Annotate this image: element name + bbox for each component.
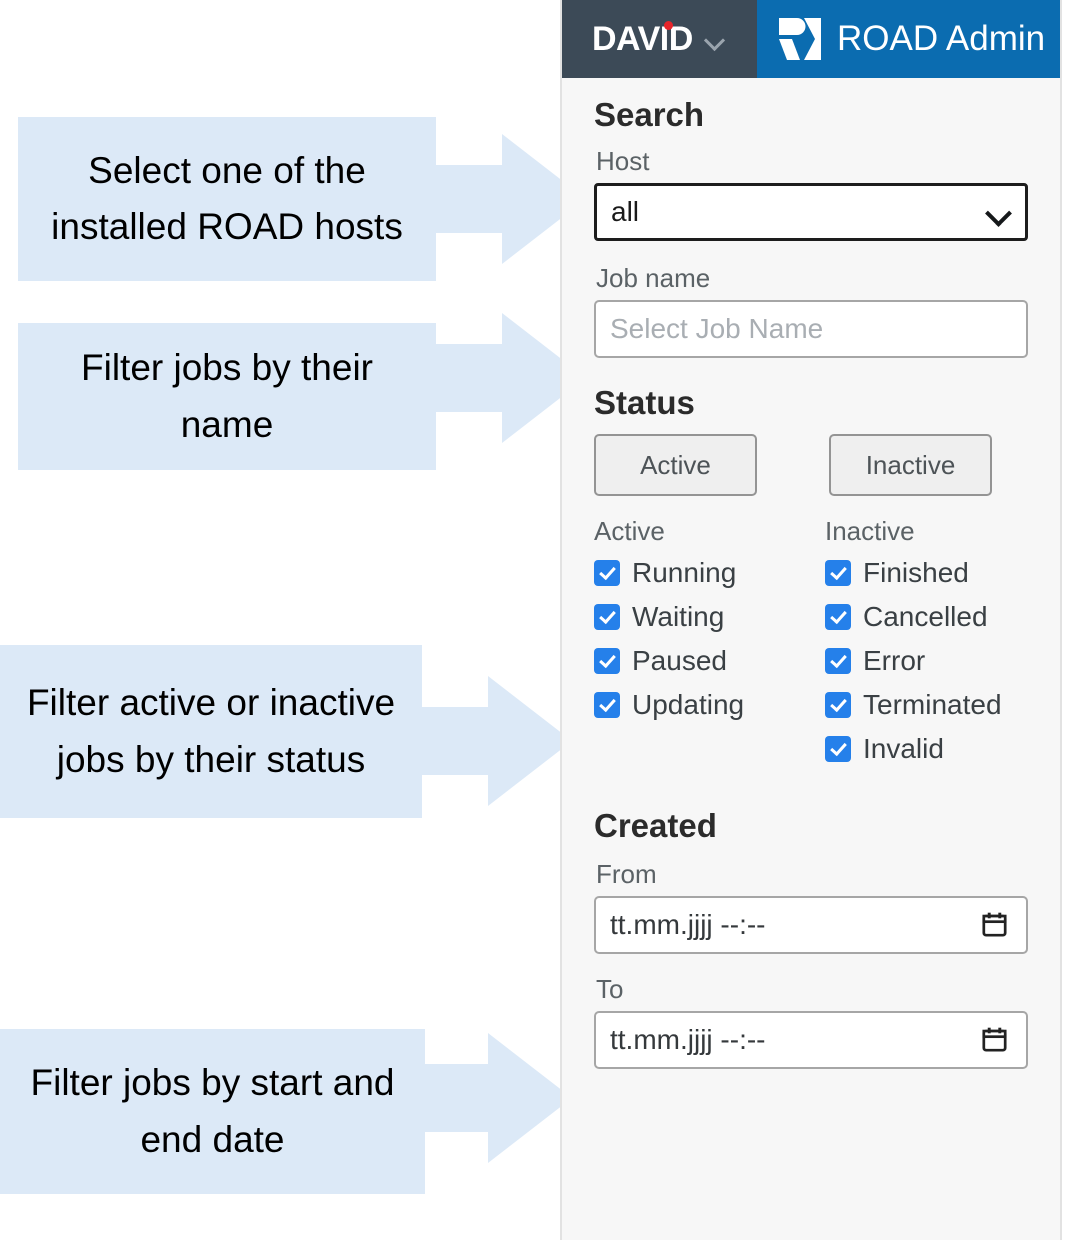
created-to-label: To [596, 974, 624, 1004]
checkbox-running-label: Running [632, 557, 737, 588]
created-heading: Created [594, 807, 717, 844]
host-label: Host [596, 146, 650, 176]
created-to-input[interactable]: tt.mm.jjjj --:-- [594, 1011, 1028, 1069]
calendar-icon[interactable] [981, 1026, 1008, 1053]
annotation-date-arrow-shaft [425, 1064, 488, 1132]
status-heading: Status [594, 384, 695, 421]
checkbox-cancelled[interactable] [825, 604, 851, 630]
created-from-input[interactable]: tt.mm.jjjj --:-- [594, 896, 1028, 954]
checkbox-error-label: Error [863, 645, 926, 676]
annotation-jobname-box: Filter jobs by their name [18, 323, 436, 470]
checkbox-row[interactable]: Paused [594, 647, 825, 675]
checkbox-row[interactable]: Finished [825, 559, 1056, 587]
calendar-icon[interactable] [981, 911, 1008, 938]
checkbox-finished[interactable] [825, 560, 851, 586]
annotation-status-arrow-shaft [422, 707, 488, 775]
checkbox-invalid[interactable] [825, 736, 851, 762]
status-column-inactive-heading: Inactive [825, 516, 915, 546]
checkbox-waiting[interactable] [594, 604, 620, 630]
checkbox-error[interactable] [825, 648, 851, 674]
host-select-wrap: all [594, 183, 1028, 241]
search-form: Search Host all Job name Status Active I… [562, 78, 1060, 1069]
status-column-active: Active Running Waiting Paused Updating [594, 516, 825, 779]
brand-dot [663, 20, 673, 30]
chevron-down-icon[interactable] [706, 33, 726, 45]
checkbox-waiting-label: Waiting [632, 601, 725, 632]
status-checkbox-columns: Active Running Waiting Paused Updating [594, 516, 1028, 779]
checkbox-row[interactable]: Running [594, 559, 825, 587]
app-title: ROAD Admin [837, 19, 1046, 58]
job-name-input[interactable] [594, 300, 1028, 358]
status-inactive-button[interactable]: Inactive [829, 434, 992, 496]
host-select[interactable]: all [594, 183, 1028, 241]
host-select-value: all [611, 196, 640, 227]
checkbox-paused[interactable] [594, 648, 620, 674]
checkbox-terminated[interactable] [825, 692, 851, 718]
road-logo-icon [779, 18, 821, 60]
checkbox-row[interactable]: Error [825, 647, 1056, 675]
checkbox-cancelled-label: Cancelled [863, 601, 988, 632]
brand-label: DAVID [592, 19, 693, 58]
created-from-label: From [596, 859, 657, 889]
created-to-value: tt.mm.jjjj --:-- [610, 1024, 766, 1055]
created-to-wrap: tt.mm.jjjj --:-- [594, 1011, 1028, 1069]
annotation-status-box: Filter active or inactive jobs by their … [0, 645, 422, 818]
checkbox-row[interactable]: Terminated [825, 691, 1056, 719]
checkbox-finished-label: Finished [863, 557, 969, 588]
status-column-active-heading: Active [594, 516, 665, 546]
app-title-bar: ROAD Admin [757, 0, 1060, 78]
checkbox-row[interactable]: Invalid [825, 735, 1056, 763]
annotation-status-arrow-head [488, 676, 572, 806]
brand-menu[interactable]: DAVID [562, 0, 757, 78]
annotation-host-box: Select one of the installed ROAD hosts [18, 117, 436, 281]
created-from-wrap: tt.mm.jjjj --:-- [594, 896, 1028, 954]
checkbox-row[interactable]: Waiting [594, 603, 825, 631]
checkbox-updating[interactable] [594, 692, 620, 718]
created-from-value: tt.mm.jjjj --:-- [610, 909, 766, 940]
annotation-host-arrow-shaft [436, 165, 502, 233]
checkbox-row[interactable]: Updating [594, 691, 825, 719]
checkbox-row[interactable]: Cancelled [825, 603, 1056, 631]
search-panel: DAVID ROAD Admin Search Host all Job nam… [560, 0, 1062, 1240]
status-toggle-buttons: Active Inactive [594, 434, 1028, 496]
annotation-jobname-arrow-shaft [436, 344, 502, 412]
search-heading: Search [594, 96, 705, 133]
annotation-date-box: Filter jobs by start and end date [0, 1029, 425, 1194]
checkbox-updating-label: Updating [632, 689, 745, 720]
checkbox-invalid-label: Invalid [863, 733, 944, 764]
app-header: DAVID ROAD Admin [562, 0, 1060, 78]
status-column-inactive: Inactive Finished Cancelled Error Termin… [825, 516, 1056, 779]
status-active-button[interactable]: Active [594, 434, 757, 496]
checkbox-paused-label: Paused [632, 645, 727, 676]
annotation-date-arrow-head [488, 1033, 572, 1163]
job-name-label: Job name [596, 263, 711, 293]
checkbox-running[interactable] [594, 560, 620, 586]
checkbox-terminated-label: Terminated [863, 689, 1002, 720]
